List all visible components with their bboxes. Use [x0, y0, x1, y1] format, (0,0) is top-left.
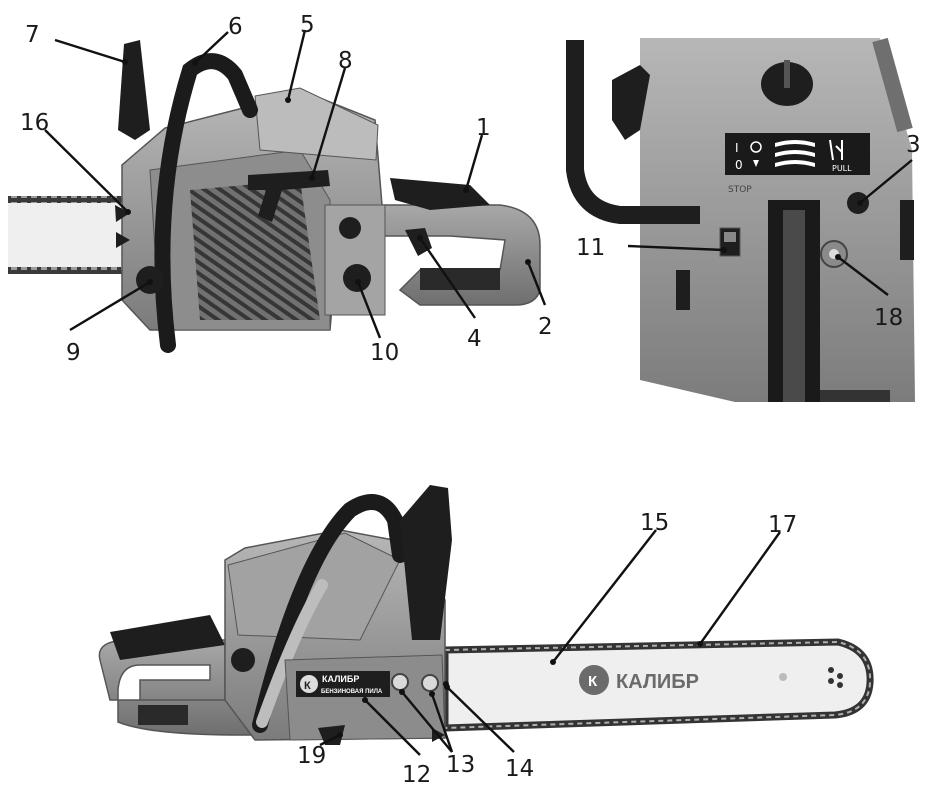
callout-15: 15 — [640, 510, 669, 536]
off-mark: 0 — [735, 158, 743, 172]
callout-19: 19 — [297, 743, 326, 769]
callout-5: 5 — [300, 12, 315, 38]
callout-18: 18 — [874, 305, 903, 331]
side-view-leaders — [44, 29, 547, 339]
callout-4: 4 — [467, 326, 482, 352]
starter-handle — [248, 170, 330, 222]
callout-16: 16 — [20, 110, 49, 136]
housing-brand-sticker: К КАЛИБР БЕНЗИНОВАЯ ПИЛА — [296, 671, 390, 697]
callout-1: 1 — [476, 115, 491, 141]
callout-11: 11 — [576, 235, 605, 261]
callout-10: 10 — [370, 340, 399, 366]
callout-17: 17 — [768, 512, 797, 538]
callout-8: 8 — [338, 48, 353, 74]
housing-brand-name: КАЛИБР — [322, 674, 359, 684]
air-vents — [190, 180, 320, 320]
callout-6: 6 — [228, 14, 243, 40]
guide-bar-stub — [8, 202, 133, 268]
top-cover — [254, 87, 379, 161]
bar-logo-letter: К — [588, 673, 598, 690]
bar-brand-name: КАЛИБР — [616, 671, 699, 693]
callout-9: 9 — [66, 340, 81, 366]
control-panel-label: I 0 PULL — [725, 133, 870, 175]
rear-view-leaders — [627, 159, 913, 296]
callout-13: 13 — [446, 752, 475, 778]
full-view-leaders — [319, 529, 781, 756]
callout-2: 2 — [538, 314, 553, 340]
rear-view-callouts: 3 11 18 — [576, 132, 921, 331]
side-view-photo — [8, 40, 541, 353]
full-view-callouts: 15 17 19 12 13 14 — [297, 510, 797, 786]
housing-subtitle: БЕНЗИНОВАЯ ПИЛА — [321, 689, 383, 695]
pull-label: PULL — [832, 164, 852, 173]
chain-brake-lever — [118, 40, 150, 140]
full-view-photo: К КАЛИБР К КАЛИБР БЕНЗИНОВАЯ ПИЛА — [98, 485, 874, 745]
callout-12: 12 — [402, 762, 431, 786]
rear-view-photo: I 0 PULL STOP — [566, 37, 922, 402]
callout-3: 3 — [906, 132, 921, 158]
callout-7: 7 — [25, 22, 40, 48]
front-handle-full — [252, 494, 408, 733]
housing-logo-letter: К — [304, 680, 311, 692]
stop-label: STOP — [728, 185, 752, 195]
on-mark: I — [735, 141, 739, 155]
side-view-callouts: 7 6 5 8 1 16 9 10 4 2 — [20, 12, 553, 366]
callout-14: 14 — [505, 756, 534, 782]
